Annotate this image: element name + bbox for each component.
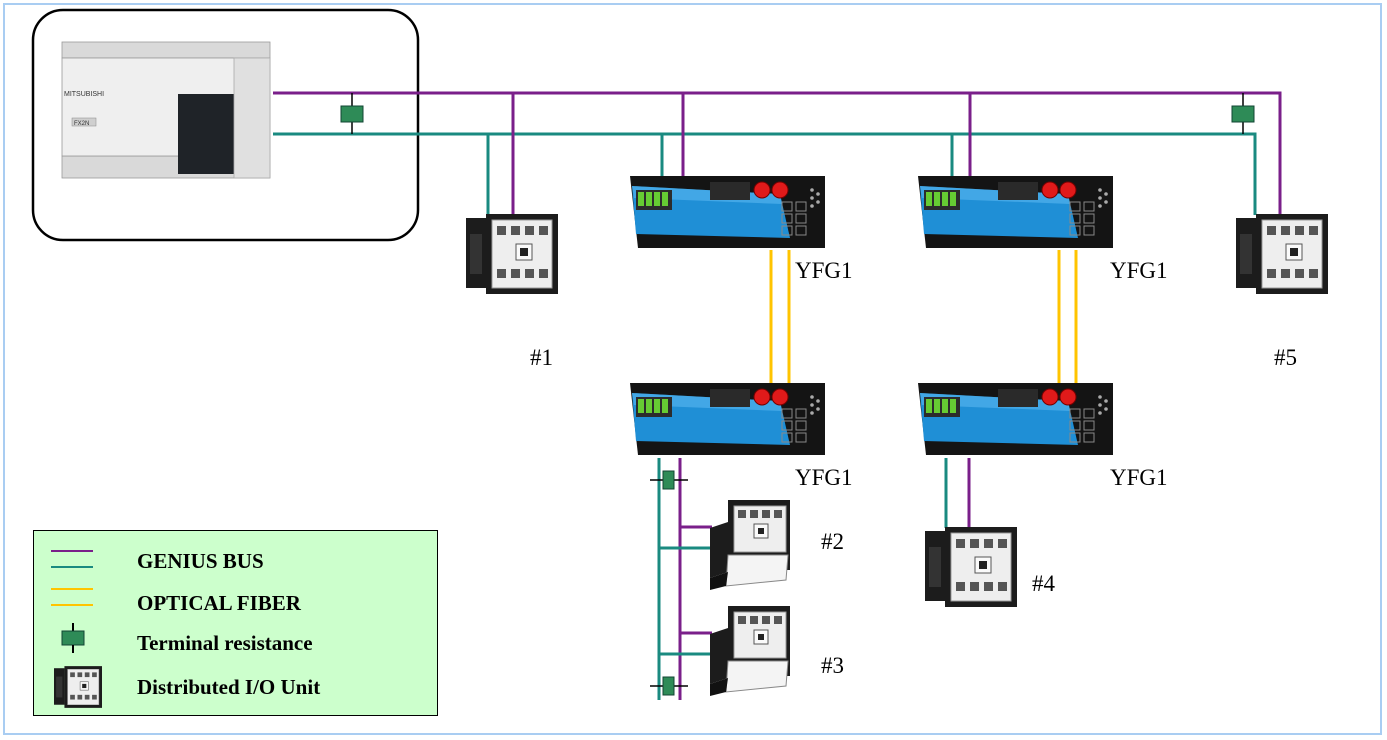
io-unit-5-icon <box>1235 213 1329 295</box>
legend-item-io-unit: Distributed I/O Unit <box>34 661 437 709</box>
plc-device <box>61 41 271 179</box>
io-unit-3-icon <box>709 605 791 697</box>
legend-genius-bus-text: GENIUS BUS <box>137 549 264 573</box>
terminal-resistance-right-icon <box>1231 93 1255 134</box>
converter-bottom-left-icon <box>629 382 826 456</box>
legend-bus-lines-icon <box>51 550 93 568</box>
legend-optical-fiber-text: OPTICAL FIBER <box>137 591 301 615</box>
genius-bus-main <box>273 91 1282 215</box>
legend-terminal-resistance-text: Terminal resistance <box>137 631 313 655</box>
terminal-resistance-icon <box>61 623 85 653</box>
io-unit-4-icon <box>924 526 1018 608</box>
terminal-resistance-branch-bottom-icon <box>650 676 688 696</box>
io-unit-5-label: #5 <box>1274 345 1297 370</box>
converter-top-left-icon <box>629 175 826 249</box>
io-unit-2-label: #2 <box>821 529 844 554</box>
converter-bottom-right-icon <box>917 382 1114 456</box>
terminal-resistance-branch-top-icon <box>650 470 688 490</box>
diagram-frame <box>3 3 1382 735</box>
legend-io-unit-text: Distributed I/O Unit <box>137 675 321 699</box>
legend-item-optical-fiber: OPTICAL FIBER <box>34 581 437 615</box>
io-unit-icon <box>54 665 102 709</box>
legend-item-terminal-resistance: Terminal resistance <box>34 623 437 655</box>
io-unit-4-label: #4 <box>1032 571 1055 596</box>
legend-fiber-lines-icon <box>51 588 93 606</box>
io-unit-1-icon <box>465 213 559 295</box>
plc-brand-text: MITSUBISHI <box>64 91 104 98</box>
converter-top-left-label: YFG1 <box>795 258 853 283</box>
converter-bottom-left-label: YFG1 <box>795 465 853 490</box>
io-unit-2-icon <box>709 499 791 591</box>
io-unit-3-label: #3 <box>821 653 844 678</box>
legend: GENIUS BUS OPTICAL FIBER Terminal resist… <box>33 530 438 716</box>
converter-top-right-icon <box>917 175 1114 249</box>
plc-model-text: FX2N <box>74 121 89 127</box>
teal-bus-main <box>273 132 1257 215</box>
io-unit-1-label: #1 <box>530 345 553 370</box>
converter-top-right-label: YFG1 <box>1110 258 1168 283</box>
legend-item-genius-bus: GENIUS BUS <box>34 541 437 573</box>
converter-bottom-right-label: YFG1 <box>1110 465 1168 490</box>
terminal-resistance-left-icon <box>340 93 364 134</box>
